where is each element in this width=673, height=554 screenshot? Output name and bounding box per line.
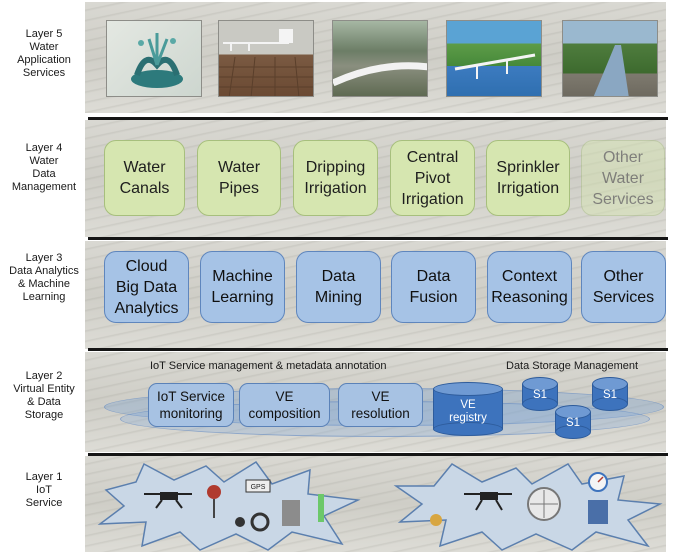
gps-label: GPS: [251, 484, 266, 491]
soil-sensor-icon: [207, 485, 221, 518]
pipe-grid-illustration: [219, 29, 313, 96]
layer-divider: [88, 348, 668, 351]
water-pipes-photo: [218, 20, 314, 97]
ve-composition-box: VE composition: [239, 383, 330, 427]
layer3-label: Layer 3 Data Analytics & Machine Learnin…: [9, 252, 79, 303]
layer2-label: Layer 2 Virtual Entity & Data Storage: [13, 370, 75, 421]
water-canal-photo: [106, 20, 202, 97]
other-services-box: Other Services: [581, 251, 666, 323]
layer5-label: Layer 5 Water Application Services: [17, 28, 71, 79]
canal-illustration: [593, 45, 629, 96]
machine-learning-box: Machine Learning: [200, 251, 285, 323]
sprinkler-irrigation-photo: [562, 20, 658, 97]
storage-cylinder: S1: [522, 377, 558, 411]
water-canals-box: Water Canals: [104, 140, 185, 216]
central-pivot-photo: [446, 20, 542, 97]
storage-label: S1: [565, 417, 581, 429]
drone-icon: [144, 492, 192, 509]
iot-service-management-note: IoT Service management & metadata annota…: [150, 360, 387, 372]
gps-icon: GPS: [245, 479, 271, 493]
pivot-illustration: [454, 53, 536, 79]
storage-cylinder: S1: [592, 377, 628, 411]
layer4-label: Layer 4 Water Data Management: [11, 142, 77, 193]
layer-divider: [88, 117, 668, 120]
layer-divider: [88, 453, 668, 456]
pressure-gauge-icon: [588, 472, 608, 524]
water-pipes-box: Water Pipes: [197, 140, 281, 216]
storage-label: S1: [532, 389, 548, 401]
context-reasoning-box: Context Reasoning: [487, 251, 572, 323]
dripping-irrigation-photo: [332, 20, 428, 97]
drone-icon: [464, 492, 512, 511]
ve-registry-label: VE registry: [449, 399, 487, 424]
ve-registry-cylinder: VE registry: [433, 382, 503, 436]
data-fusion-box: Data Fusion: [391, 251, 476, 323]
central-pivot-irrigation-box: Central Pivot Irrigation: [390, 140, 475, 216]
data-mining-box: Data Mining: [296, 251, 381, 323]
drip-line-illustration: [333, 62, 427, 87]
water-splash-illustration: [131, 33, 183, 88]
iot-service-monitoring-box: IoT Service monitoring: [148, 383, 234, 427]
fan-icon: [527, 487, 561, 521]
valve-icon: [430, 514, 442, 526]
layer1-label: Layer 1 IoT Service: [25, 471, 63, 509]
iot-devices-burst-left: GPS: [97, 460, 361, 551]
ve-resolution-box: VE resolution: [338, 383, 423, 427]
sprinkler-irrigation-box: Sprinkler Irrigation: [486, 140, 570, 216]
storage-label: S1: [602, 389, 618, 401]
data-storage-management-note: Data Storage Management: [506, 360, 639, 372]
cloud-big-data-analytics-box: Cloud Big Data Analytics: [104, 251, 189, 323]
storage-cylinder: S1: [555, 405, 591, 439]
layer-divider: [88, 237, 668, 240]
other-water-services-box: Other Water Services: [581, 140, 665, 216]
iot-devices-burst-right: [393, 463, 663, 551]
probe-icon: [318, 494, 324, 522]
sensor-node-icon: [235, 500, 300, 532]
dripping-irrigation-box: Dripping Irrigation: [293, 140, 378, 216]
